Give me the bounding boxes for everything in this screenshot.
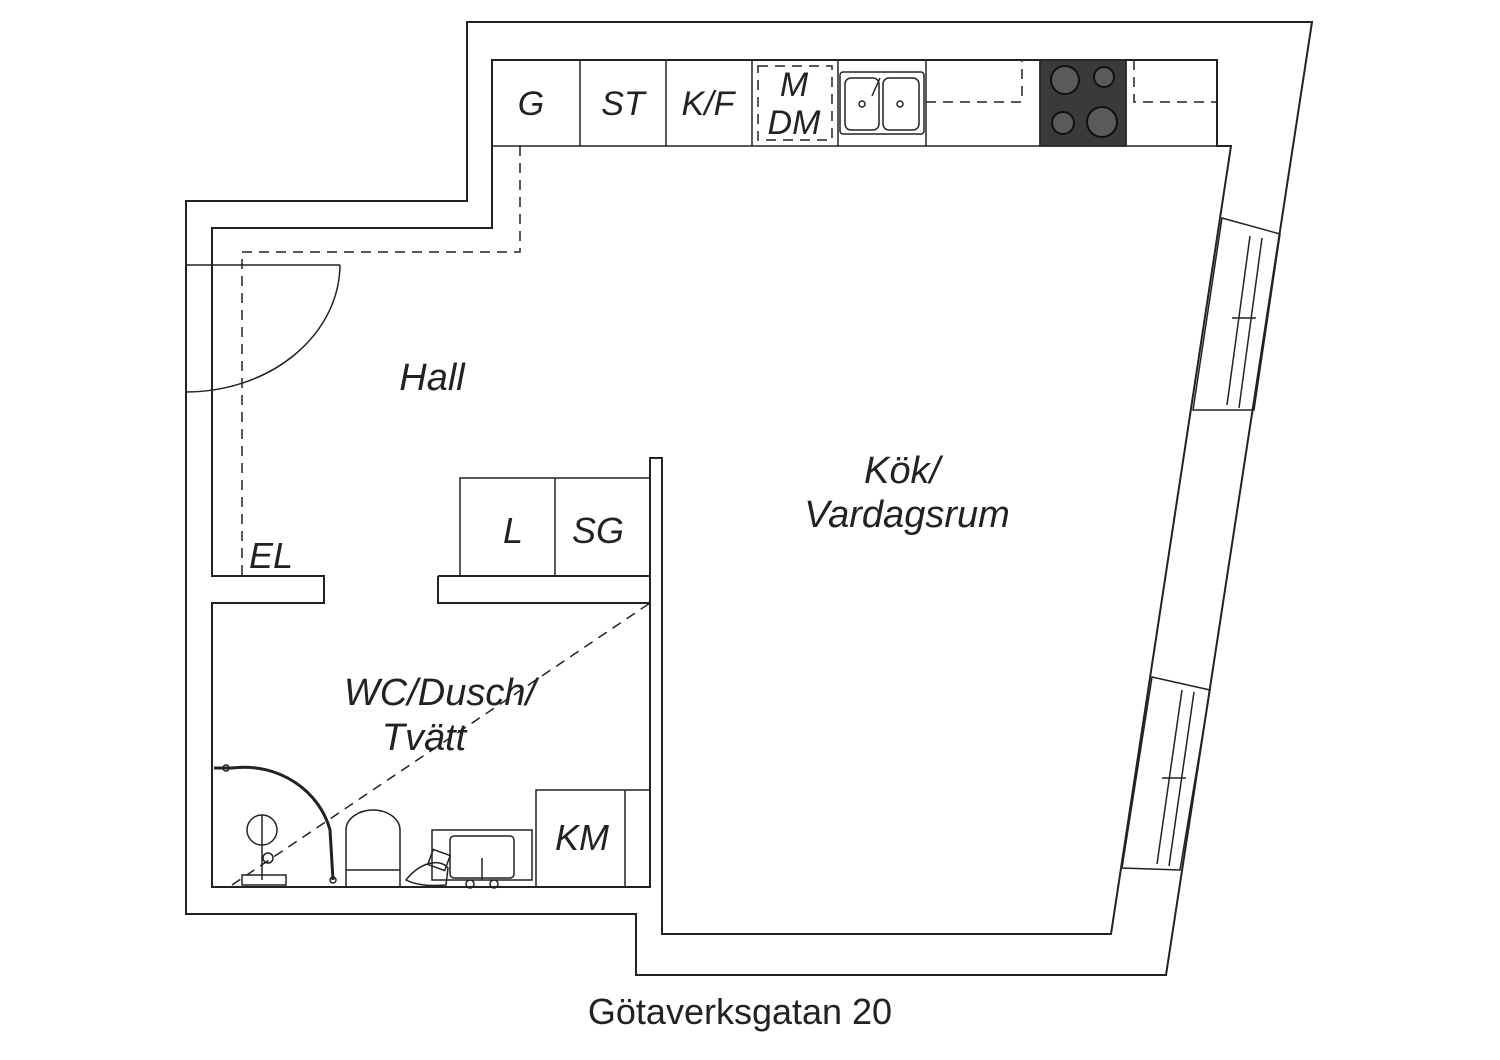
dishwasher-outline	[757, 65, 833, 141]
stove-icon	[1039, 59, 1127, 147]
sink-icon	[839, 71, 925, 135]
fixture-label-kf: K/F	[682, 85, 737, 123]
fixture-label-sg: SG	[572, 510, 624, 551]
room-label-bathroom-1: WC/Dusch/	[344, 672, 540, 714]
fixture-label-el: EL	[249, 535, 293, 576]
washbasin-icon	[404, 829, 533, 889]
toilet-icon	[345, 809, 401, 887]
room-label-bathroom-2: Tvätt	[382, 717, 468, 759]
room-label-kitchen-2: Vardagsrum	[804, 494, 1010, 536]
room-label-hall: Hall	[399, 357, 466, 399]
fixture-label-km: KM	[555, 817, 609, 858]
hall-cabinets	[459, 477, 650, 576]
washing-machine-cabinet	[535, 789, 651, 888]
fixture-label-g: G	[518, 85, 544, 123]
fixture-label-dm: DM	[768, 104, 822, 142]
fixture-label-st: ST	[601, 85, 647, 123]
address-label: Götaverksgatan 20	[588, 991, 892, 1032]
window-lower	[1121, 676, 1211, 871]
shower-head-icon	[241, 814, 287, 886]
window-upper	[1192, 217, 1281, 411]
entrance-door	[185, 264, 341, 393]
fixture-label-m: M	[780, 66, 809, 104]
outer-wall	[185, 21, 1314, 976]
shower-curtain-icon	[214, 764, 337, 884]
inner-wall	[211, 59, 1233, 935]
room-label-kitchen-1: Kök/	[864, 450, 943, 492]
fixture-label-l: L	[503, 510, 523, 551]
